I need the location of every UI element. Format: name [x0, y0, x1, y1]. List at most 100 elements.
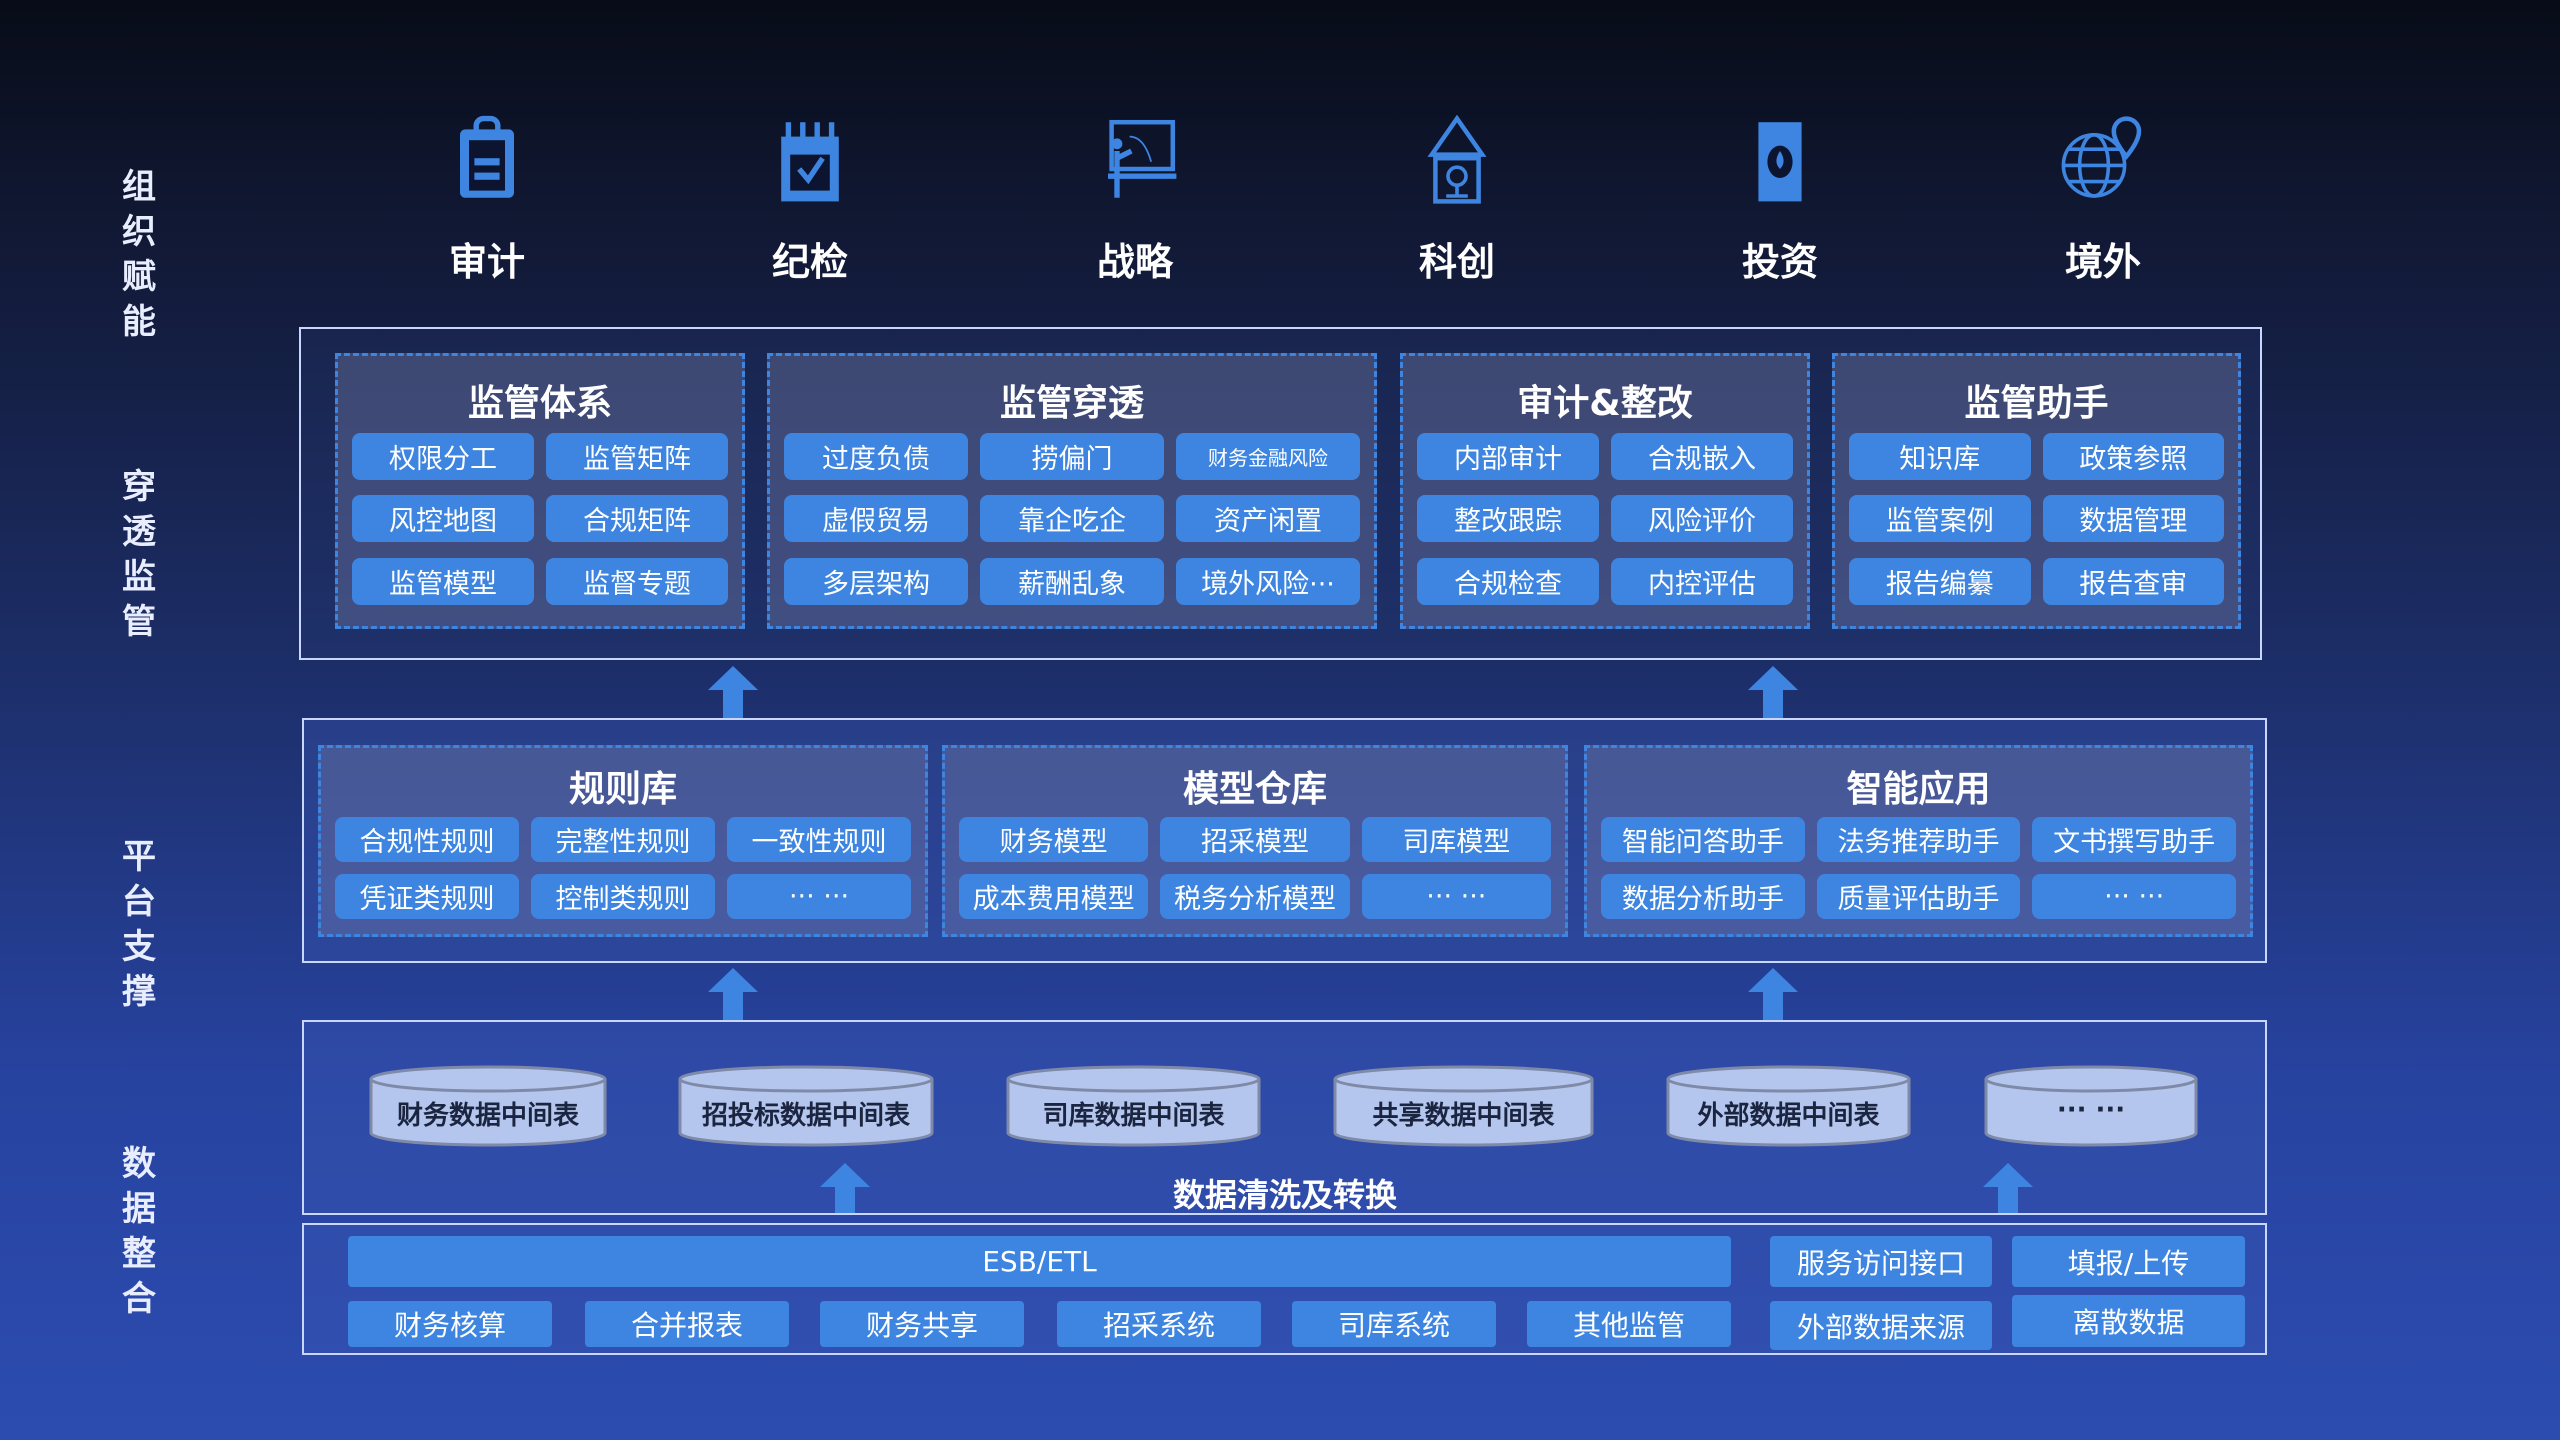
source-system[interactable]: 招采系统: [1057, 1301, 1261, 1347]
module-item[interactable]: 政策参照: [2042, 433, 2224, 480]
source-system[interactable]: 财务核算: [348, 1301, 552, 1347]
module-3: 审计&整改内部审计合规嵌入整改跟踪风险评价合规检查内控评估: [1400, 353, 1810, 629]
module-item[interactable]: 数据管理: [2042, 495, 2224, 542]
module-item[interactable]: 整改跟踪: [1417, 495, 1599, 542]
module-item[interactable]: 报告编纂: [1849, 558, 2031, 605]
module-item[interactable]: 内控评估: [1611, 558, 1793, 605]
platform-item[interactable]: 招采模型: [1160, 817, 1350, 862]
data-table-label: ··· ···: [2056, 1095, 2126, 1125]
module-item[interactable]: 监管案例: [1849, 495, 2031, 542]
module-title: 规则库: [568, 769, 677, 810]
clipboard-icon: [387, 115, 587, 205]
platform-item[interactable]: ··· ···: [727, 874, 911, 919]
data-table-cylinder[interactable]: 共享数据中间表: [1333, 1065, 1594, 1147]
module-item[interactable]: 合规嵌入: [1611, 433, 1793, 480]
data-table-cylinder[interactable]: ··· ···: [1984, 1065, 2198, 1147]
platform-item[interactable]: ··· ···: [2032, 874, 2236, 919]
org-unit-3: 战略: [1035, 115, 1235, 286]
module-item[interactable]: 监管模型: [352, 558, 534, 605]
module-item[interactable]: 境外风险···: [1176, 558, 1360, 605]
module-item[interactable]: 权限分工: [352, 433, 534, 480]
platform-item[interactable]: 财务模型: [959, 817, 1149, 862]
platform-item[interactable]: 司库模型: [1361, 817, 1551, 862]
data-table-cylinder[interactable]: 招投标数据中间表: [678, 1065, 934, 1147]
platform-item[interactable]: 质量评估助手: [1816, 874, 2021, 919]
up-arrow-icon: [1981, 1163, 2035, 1213]
data-table-cylinder[interactable]: 财务数据中间表: [369, 1065, 607, 1147]
module-item[interactable]: 靠企吃企: [980, 495, 1164, 542]
org-unit-label: 投资: [1741, 240, 1818, 284]
side-label: 平台支撑: [122, 837, 156, 1012]
source-system[interactable]: 财务共享: [820, 1301, 1024, 1347]
module-item[interactable]: 多层架构: [784, 558, 968, 605]
upload-button[interactable]: 填报/上传: [2012, 1236, 2245, 1287]
org-unit-label: 战略: [1096, 240, 1173, 284]
data-table-label: 外部数据中间表: [1697, 1101, 1880, 1131]
org-unit-label: 纪检: [771, 240, 848, 284]
module-item[interactable]: 知识库: [1849, 433, 2031, 480]
module-item[interactable]: 薪酬乱象: [980, 558, 1164, 605]
service-api-button[interactable]: 服务访问接口: [1770, 1236, 1992, 1287]
module-item[interactable]: 报告查审: [2042, 558, 2224, 605]
org-unit-label: 科创: [1418, 240, 1495, 284]
module-item[interactable]: 风控地图: [352, 495, 534, 542]
side-label: 穿透监管: [122, 467, 156, 642]
platform-module-1: 规则库合规性规则完整性规则一致性规则凭证类规则控制类规则 ··· ···: [318, 745, 928, 937]
platform-item[interactable]: 完整性规则: [531, 817, 715, 862]
module-item[interactable]: 内部审计: [1417, 433, 1599, 480]
platform-item[interactable]: 法务推荐助手: [1816, 817, 2021, 862]
data-table-cylinder[interactable]: 司库数据中间表: [1006, 1065, 1261, 1147]
platform-item[interactable]: 税务分析模型: [1160, 874, 1350, 919]
source-system[interactable]: 合并报表: [585, 1301, 789, 1347]
platform-item[interactable]: 凭证类规则: [335, 874, 519, 919]
platform-item[interactable]: 数据分析助手: [1601, 874, 1805, 919]
module-title: 监管助手: [1964, 383, 2109, 424]
org-unit-5: 投资: [1680, 115, 1880, 286]
platform-item[interactable]: 控制类规则: [531, 874, 715, 919]
innovation-house-icon: [1357, 115, 1557, 205]
data-table-label: 财务数据中间表: [396, 1101, 579, 1131]
module-title: 监管体系: [467, 383, 612, 424]
data-layer: [302, 1020, 2267, 1215]
module-item[interactable]: 合规矩阵: [546, 495, 728, 542]
platform-item[interactable]: 智能问答助手: [1601, 817, 1805, 862]
up-arrow-icon: [706, 968, 760, 1020]
module-item[interactable]: 合规检查: [1417, 558, 1599, 605]
module-item[interactable]: 过度负债: [784, 433, 968, 480]
module-item[interactable]: 监督专题: [546, 558, 728, 605]
esb-etl-bar[interactable]: ESB/ETL: [348, 1236, 1731, 1287]
platform-item[interactable]: 一致性规则: [727, 817, 911, 862]
module-item[interactable]: 监管矩阵: [546, 433, 728, 480]
module-1: 监管体系权限分工监管矩阵风控地图合规矩阵监管模型监督专题: [335, 353, 745, 629]
platform-module-3: 智能应用智能问答助手法务推荐助手文书撰写助手数据分析助手质量评估助手··· ··…: [1584, 745, 2253, 937]
module-item[interactable]: 风险评价: [1611, 495, 1793, 542]
platform-item[interactable]: 文书撰写助手: [2032, 817, 2236, 862]
source-system[interactable]: 司库系统: [1292, 1301, 1496, 1347]
data-table-cylinder[interactable]: 外部数据中间表: [1666, 1065, 1911, 1147]
up-arrow-icon: [1746, 968, 1800, 1020]
platform-item[interactable]: 合规性规则: [335, 817, 519, 862]
data-table-label: 招投标数据中间表: [701, 1101, 910, 1131]
org-unit-1: 审计: [387, 115, 587, 286]
data-table-label: 司库数据中间表: [1042, 1101, 1225, 1131]
platform-item[interactable]: ··· ···: [1361, 874, 1551, 919]
up-arrow-icon: [706, 666, 760, 718]
source-system[interactable]: 其他监管: [1527, 1301, 1731, 1347]
module-item[interactable]: 虚假贸易: [784, 495, 968, 542]
module-item[interactable]: 财务金融风险: [1176, 433, 1360, 480]
side-label: 组织赋能: [122, 167, 156, 342]
module-title: 审计&整改: [1517, 383, 1693, 424]
side-label: 数据整合: [122, 1144, 156, 1319]
module-title: 监管穿透: [999, 383, 1144, 424]
org-unit-label: 境外: [2064, 240, 2141, 284]
platform-module-2: 模型仓库财务模型招采模型司库模型成本费用模型税务分析模型··· ···: [942, 745, 1568, 937]
platform-item[interactable]: 成本费用模型: [959, 874, 1149, 919]
external-source-button[interactable]: 外部数据来源: [1770, 1301, 1992, 1350]
module-item[interactable]: 资产闲置: [1176, 495, 1360, 542]
transform-label: 数据清洗及转换: [1172, 1176, 1397, 1214]
data-table-label: 共享数据中间表: [1372, 1101, 1555, 1131]
discrete-data-button[interactable]: 离散数据: [2012, 1295, 2245, 1347]
org-unit-6: 境外: [2003, 115, 2203, 286]
module-item[interactable]: 捞偏门: [980, 433, 1164, 480]
org-unit-2: 纪检: [710, 115, 910, 286]
